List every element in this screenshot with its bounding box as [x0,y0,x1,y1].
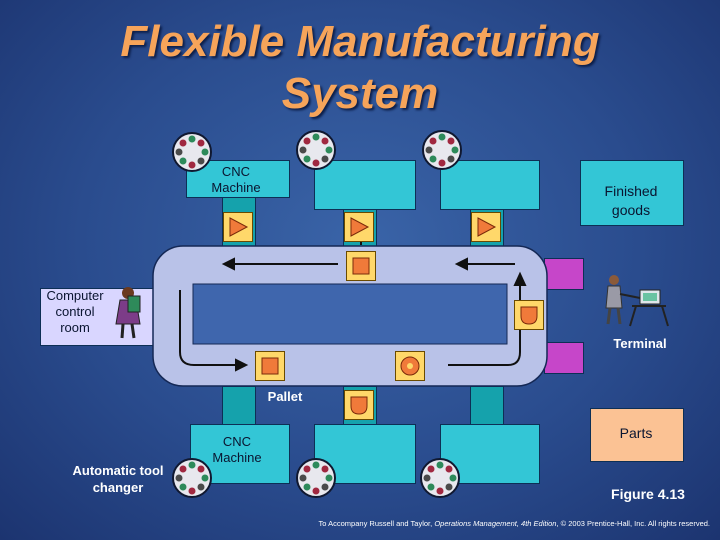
tool-changer-ring-bottom-1 [172,458,212,498]
tool-changer-label: Automatic tool changer [72,463,164,495]
footer-credit: To Accompany Russell and Taylor, Operati… [200,519,710,528]
finished-goods-box [580,160,684,226]
connector-bottom-3 [470,386,504,426]
footer-italic: Operations Management, 4th Edition [434,519,557,528]
machine-symbol-top-3 [471,212,501,242]
pallet-label: Pallet [267,389,303,404]
tool-changer-ring-bottom-3 [420,458,460,498]
title-line-2: System [281,69,439,118]
footer-prefix: To Accompany Russell and Taylor, [318,519,435,528]
parts-box [590,408,684,462]
pallet-shield-bottom [344,390,374,420]
finished-goods-label: Finished goods [604,183,658,218]
dock-lower [544,342,584,374]
pallet-square-top [346,251,376,281]
tool-changer-ring-top-2 [296,130,336,170]
title-line-1: Flexible Manufacturing [120,17,600,66]
terminal-operator [605,275,669,327]
figure-label: Figure 4.13 [611,486,685,502]
conveyor-center [192,283,508,345]
cnc-machine-top-3 [440,160,540,210]
cnc-machine-top-2 [314,160,416,210]
cnc-machine-top-label: CNC Machine [211,164,261,195]
tool-changer-ring-bottom-2 [296,458,336,498]
cnc-machine-bottom-3 [440,424,540,484]
machine-symbol-top-2 [344,212,374,242]
computer-control-room-label: Computer control room [46,288,104,335]
terminal-label: Terminal [613,336,667,351]
pallet-shield-right [514,300,544,330]
cnc-machine-bottom-label: CNC Machine [212,434,262,465]
control-room-operator [115,287,141,339]
pallet-square-bottom [255,351,285,381]
tool-changer-ring-top-1 [172,132,212,172]
footer-suffix: , © 2003 Prentice-Hall, Inc. All rights … [556,519,710,528]
dock-upper [544,258,584,290]
pallet-circle-bottom [395,351,425,381]
parts-label: Parts [619,425,653,441]
machine-symbol-top-1 [223,212,253,242]
tool-changer-ring-top-3 [422,130,462,170]
